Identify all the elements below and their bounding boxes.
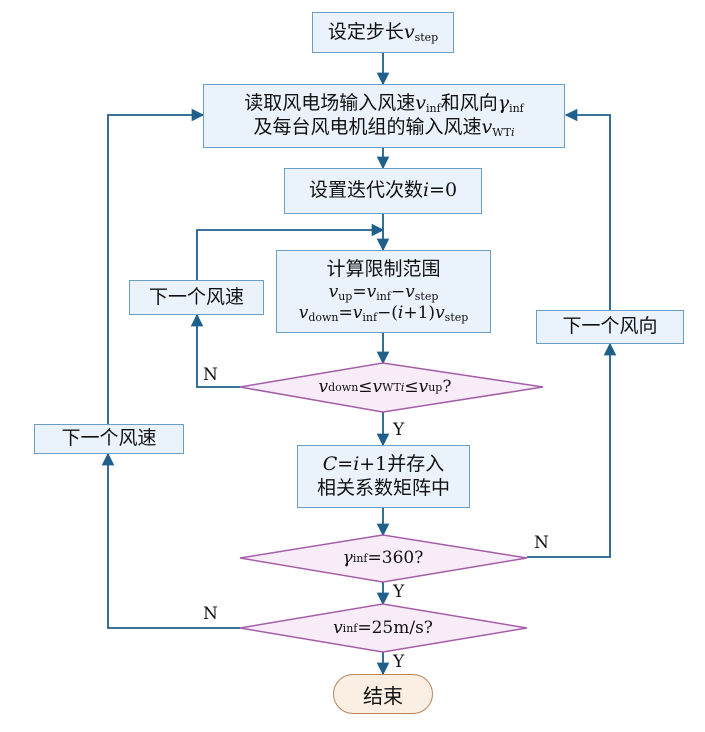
check-op2: ≤ — [404, 377, 419, 397]
read-wind-box: 读取风电场输入风速vinf和风向γinf 及每台风电机组的输入风速vWTi — [203, 84, 565, 148]
eq2-mid-b: +1) — [403, 303, 436, 324]
check-s2-i: i — [400, 380, 405, 394]
label-yes-range: Y — [393, 420, 405, 440]
check-s3: up — [428, 380, 443, 394]
check-v2: v — [372, 377, 383, 397]
set-step-box: 设定步长vstep — [312, 12, 454, 53]
read-wind-line2-sub: WT — [492, 126, 511, 139]
eq1-v3: v — [405, 281, 415, 302]
store-box: C=i+1并存入 相关系数矩阵中 — [297, 445, 470, 508]
next-speed-inner-label: 下一个风速 — [148, 285, 244, 308]
eq2-mid-a: −( — [377, 303, 398, 324]
calc-range-box: 计算限制范围 vup=vinf−vstep vdown=vinf−(i+1)vs… — [276, 250, 491, 333]
check-s1: down — [328, 380, 359, 394]
check-op1: ≤ — [358, 377, 373, 397]
arrow-dir-no-to-next-dir — [527, 342, 617, 558]
store-text-1: +1并存入 — [359, 452, 445, 475]
read-wind-text-b: 和风向 — [440, 92, 498, 115]
init-iter-text: 设置迭代次数 — [308, 179, 423, 202]
end-label: 结束 — [363, 683, 403, 708]
arrow-next-speed-outer-to-read — [107, 108, 205, 424]
next-speed-outer-label: 下一个风速 — [61, 427, 157, 450]
arrow-check-no-to-next-speed — [190, 313, 240, 388]
label-yes-direction: Y — [393, 582, 405, 602]
label-no-direction: N — [534, 533, 549, 553]
store-c: C — [322, 452, 338, 475]
speed-var: v — [333, 618, 343, 638]
next-speed-outer-box: 下一个风速 — [34, 424, 184, 454]
store-eq: = — [337, 452, 354, 475]
eq2-s1: down — [308, 311, 339, 325]
set-step-sub: step — [414, 30, 439, 44]
dir-var: γ — [342, 548, 353, 568]
set-step-label: 设定步长 — [327, 20, 404, 43]
eq2-v1: v — [298, 303, 309, 324]
init-iter-box: 设置迭代次数i=0 — [284, 168, 482, 214]
check-v1: v — [318, 377, 329, 397]
label-no-range: N — [203, 365, 218, 385]
dir-rest: =360? — [367, 548, 424, 568]
end-terminal: 结束 — [333, 674, 433, 714]
read-wind-sub1: inf — [426, 102, 441, 116]
read-wind-var1: v — [415, 92, 426, 115]
eq2-v2: v — [352, 303, 363, 324]
decision-speed-check — [239, 603, 528, 653]
speed-rest: =25m/s? — [357, 618, 433, 638]
decision-direction-check — [239, 534, 528, 583]
speed-sub: inf — [342, 621, 358, 635]
set-step-var: v — [403, 20, 415, 43]
next-dir-box: 下一个风向 — [536, 310, 684, 344]
init-iter-var: i — [422, 179, 430, 202]
eq2-s3: step — [444, 311, 469, 325]
read-wind-text-a: 读取风电场输入风速 — [244, 92, 416, 115]
decision-range-check — [239, 362, 544, 413]
eq2-s2: inf — [362, 311, 378, 325]
arrow-speed-no-to-next-speed — [101, 452, 240, 629]
eq2-v3: v — [435, 303, 445, 324]
store-text-2: 相关系数矩阵中 — [316, 476, 450, 499]
eq1-s1: up — [338, 289, 353, 303]
check-v3: v — [418, 377, 429, 397]
label-no-speed: N — [203, 604, 218, 624]
eq1-s3: step — [414, 289, 439, 303]
next-speed-inner-box: 下一个风速 — [129, 280, 264, 315]
arrow-next-dir-to-read — [564, 108, 611, 310]
next-dir-label: 下一个风向 — [562, 315, 658, 338]
store-i: i — [353, 452, 360, 475]
eq1-s2: inf — [376, 289, 391, 303]
read-wind-sub2: inf — [509, 102, 524, 116]
eq2-i: i — [397, 303, 404, 324]
eq1-eq: = — [352, 281, 367, 302]
label-yes-speed: Y — [393, 652, 405, 672]
init-iter-value: =0 — [429, 179, 458, 202]
dir-sub: inf — [352, 551, 368, 565]
arrow-next-speed-to-calc — [196, 223, 385, 280]
eq1-minus: − — [390, 281, 406, 302]
check-s2: WT — [382, 380, 401, 394]
check-q: ? — [442, 377, 452, 397]
read-wind-line2-text: 及每台风电机组的输入风速 — [253, 116, 482, 138]
eq2-eq: = — [338, 303, 353, 324]
eq1-v2: v — [366, 281, 377, 302]
eq1-v1: v — [328, 281, 339, 302]
read-wind-var2: γ — [497, 92, 510, 115]
read-wind-line2-sub-i: i — [510, 126, 515, 139]
read-wind-line2-var: v — [481, 116, 493, 138]
calc-range-title: 计算限制范围 — [326, 257, 441, 280]
